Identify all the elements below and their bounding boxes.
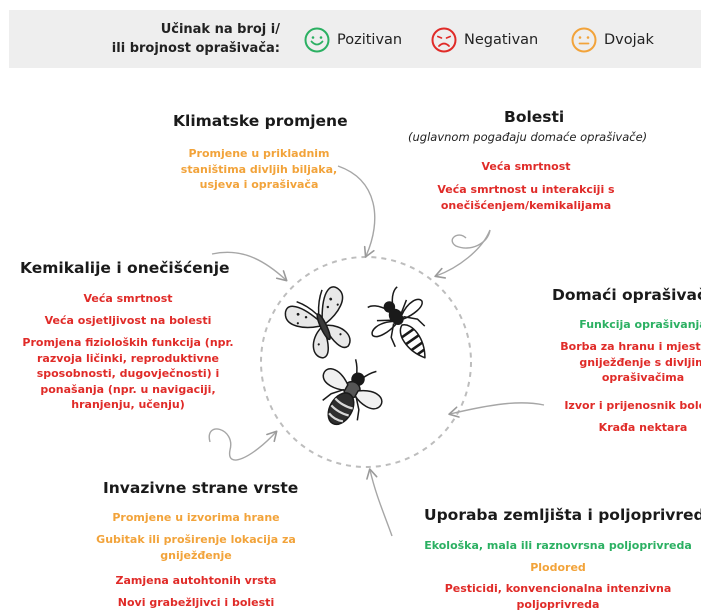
sad-face-icon (431, 27, 457, 53)
landuse-title: Uporaba zemljišta i poljoprivreda (424, 506, 701, 524)
legend-bar: Učinak na broj i/ ili brojnost oprašivač… (9, 10, 701, 68)
domestic-title: Domaći oprašivači (552, 286, 701, 304)
arrow-landuse (366, 468, 393, 537)
landuse-effect-2: Plodored (530, 561, 586, 574)
disease-effect-1: Veća smrtnost (481, 160, 571, 173)
invasive-title: Invazivne strane vrste (103, 479, 299, 497)
legend-title-line-2: ili brojnost oprašivača: (111, 41, 280, 56)
domestic-effect-2-line-3: oprašivačima (601, 371, 685, 384)
arrow-domestic (448, 402, 545, 418)
legend-positive-label: Pozitivan (337, 32, 403, 48)
wasp-icon (367, 286, 426, 359)
legend-negative-label: Negativan (464, 32, 539, 48)
disease-effect-2: Veća smrtnost u interakciji s onečišćenj… (431, 182, 621, 213)
disease-title: Bolesti (504, 108, 565, 126)
domestic-effect-2: Borba za hranu i mjesta za gniježđenje s… (548, 339, 701, 386)
legend-ambivalent: Dvojak (571, 27, 654, 53)
moth-icon (284, 286, 351, 359)
chemicals-effect-3-line-2: razvoja ličinki, reproduktivne (36, 351, 219, 365)
domestic-effect-2-line-2: gniježđenje s divljim (579, 355, 701, 369)
chemicals-effect-2: Veća osjetljivost na bolesti (44, 314, 212, 327)
disease-effect-2-line-1: Veća smrtnost u interakciji s (437, 183, 615, 196)
landuse-effect-3: Pesticidi, konvencionalna intenzivna pol… (408, 581, 701, 612)
legend-title-line-1: Učinak na broj i/ (160, 22, 280, 37)
legend-ambivalent-label: Dvojak (604, 32, 654, 48)
landuse-effect-1: Ekološka, mala ili raznovrsna poljoprivr… (424, 539, 692, 552)
domestic-effect-3: Izvor i prijenosnik bolesti (564, 399, 701, 412)
chemicals-effect-3: Promjena fizioloških funkcija (npr. razv… (13, 335, 243, 413)
chemicals-effect-3-line-3: sposobnosti, dugovječnosti) i (36, 367, 220, 380)
domestic-effect-2-line-1: Borba za hranu i mjesta za (560, 340, 701, 353)
legend-title: Učinak na broj i/ ili brojnost oprašivač… (9, 20, 280, 58)
domestic-effect-4: Krađa nektara (598, 421, 688, 434)
chemicals-effect-3-line-4: ponašanja (npr. u navigaciji, (40, 382, 216, 396)
arrow-disease (434, 229, 491, 279)
neutral-face-icon (571, 27, 597, 53)
invasive-effect-4: Novi grabežljivci i bolesti (117, 596, 275, 609)
chemicals-effect-3-line-1: Promjena fizioloških funkcija (npr. (22, 336, 234, 349)
chemicals-title: Kemikalije i onečišćenje (20, 259, 230, 277)
pollinator-circle (260, 256, 472, 468)
climate-effect-1: Promjene u prikladnim staništima divljih… (169, 146, 349, 193)
chemicals-effect-3-line-5: hranjenju, učenju) (71, 398, 185, 411)
invasive-effect-2-line-2: gniježđenje (160, 548, 232, 562)
legend-negative: Negativan (431, 27, 538, 53)
climate-effect-1-line-1: Promjene u prikladnim (188, 147, 330, 160)
disease-subtitle: (uglavnom pogađaju domaće oprašivače) (408, 130, 648, 144)
landuse-effect-3-line-1: Pesticidi, konvencionalna intenzivna (444, 582, 672, 595)
invasive-effect-3: Zamjena autohtonih vrsta (115, 574, 277, 587)
climate-title: Klimatske promjene (173, 112, 348, 130)
disease-effect-2-line-2: onečišćenjem/kemikalijama (440, 198, 612, 212)
landuse-effect-3-line-2: poljoprivreda (516, 597, 600, 611)
arrow-invasive (208, 428, 278, 461)
climate-effect-1-line-2: staništima divljih biljaka, (180, 162, 338, 176)
chemicals-effect-1: Veća smrtnost (83, 292, 173, 305)
bee-icon (322, 359, 383, 426)
domestic-effect-1: Funkcija oprašivanja (579, 318, 701, 331)
invasive-effect-1: Promjene u izvorima hrane (112, 511, 280, 524)
legend-positive: Pozitivan (304, 27, 402, 53)
happy-face-icon (304, 27, 330, 53)
invasive-effect-2-line-1: Gubitak ili proširenje lokacija za (96, 533, 296, 546)
arrow-chemicals (211, 251, 288, 282)
climate-effect-1-line-3: usjeva i oprašivača (199, 178, 319, 191)
arrow-climate (337, 165, 376, 258)
invasive-effect-2: Gubitak ili proširenje lokacija za gnije… (86, 532, 306, 563)
